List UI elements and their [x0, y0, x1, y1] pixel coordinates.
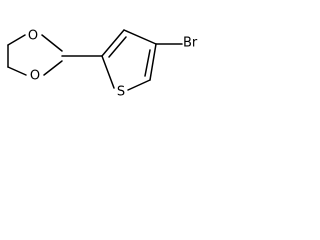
bond-c3-c4 [123, 29, 157, 45]
bond-ch2-o-top [7, 34, 26, 46]
bond-s-c2 [101, 55, 115, 89]
oxygen-top-label: O [28, 29, 38, 44]
chemical-structure-diagram: O O S Br [7, 29, 198, 100]
bond-c4-c5-inner [144, 49, 151, 77]
dioxolane-ring [7, 34, 63, 76]
thiophene-ring [101, 29, 157, 91]
bond-c4-c5 [149, 43, 157, 81]
bond-o-top-c2 [41, 34, 63, 52]
bond-c2-o-bottom [43, 60, 63, 76]
bond-c5-s [127, 79, 151, 91]
oxygen-bottom-label: O [30, 69, 40, 84]
sulfur-label: S [117, 85, 125, 100]
bromine-label: Br [183, 36, 198, 51]
bond-c2-c3 [101, 29, 125, 57]
bond-c2-c3-inner [108, 36, 127, 58]
bond-o-bottom-ch2 [7, 66, 27, 76]
